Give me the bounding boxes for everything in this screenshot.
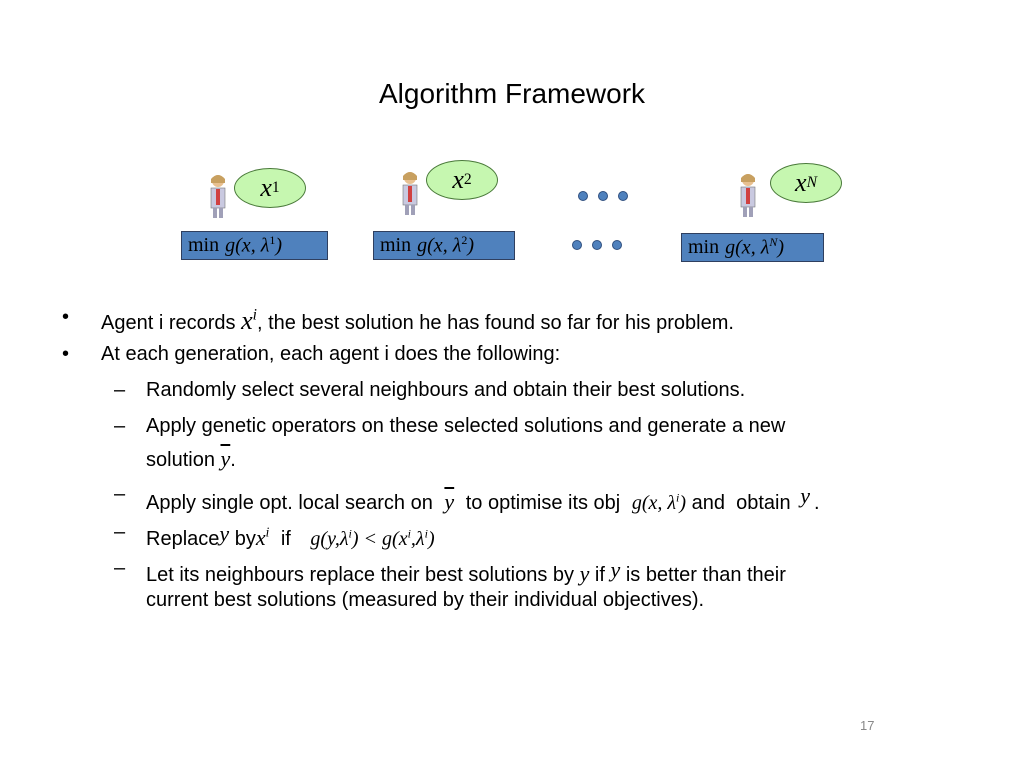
bullet-1: Agent i records xi, the best solution he… [101, 306, 734, 335]
sub-bullet-5-line-1: Let its neighbours replace their best so… [146, 557, 786, 586]
objective-box-2: min g(x, λ2) [373, 231, 515, 260]
sub-bullet-3: Apply single opt. local search on y to o… [146, 483, 820, 514]
ellipsis-dots-bottom [572, 240, 622, 250]
slide-title: Algorithm Framework [378, 78, 646, 109]
sub-bullet-marker: – [114, 415, 126, 437]
sub-bullet-2-line-2: solution y. [146, 446, 236, 471]
ellipsis-dots-top [578, 191, 628, 201]
bullet-marker: • [62, 306, 70, 328]
sub-bullet-marker: – [114, 483, 126, 505]
agent-figure-icon [740, 174, 756, 217]
sub-bullet-2-line-1: Apply genetic operators on these selecte… [146, 415, 786, 437]
agent-figure-icon [402, 172, 418, 215]
bullet-marker: • [62, 343, 70, 365]
objective-box-n: min g(x, λN) [681, 233, 824, 262]
sub-bullet-4: Replacey byxi if g(y,λi) < g(xi,λi) [146, 521, 435, 550]
sub-bullet-1: Randomly select several neighbours and o… [146, 379, 746, 401]
page-number: 17 [860, 718, 875, 733]
agent-figure-icon [210, 175, 226, 218]
sub-bullet-5-line-2: current best solutions (measured by thei… [146, 589, 705, 611]
sub-bullet-marker: – [114, 521, 126, 543]
bullet-2: At each generation, each agent i does th… [101, 343, 561, 365]
objective-box-1: min g(x, λ1) [181, 231, 328, 260]
sub-bullet-marker: – [114, 557, 126, 579]
sub-bullet-marker: – [114, 379, 126, 401]
